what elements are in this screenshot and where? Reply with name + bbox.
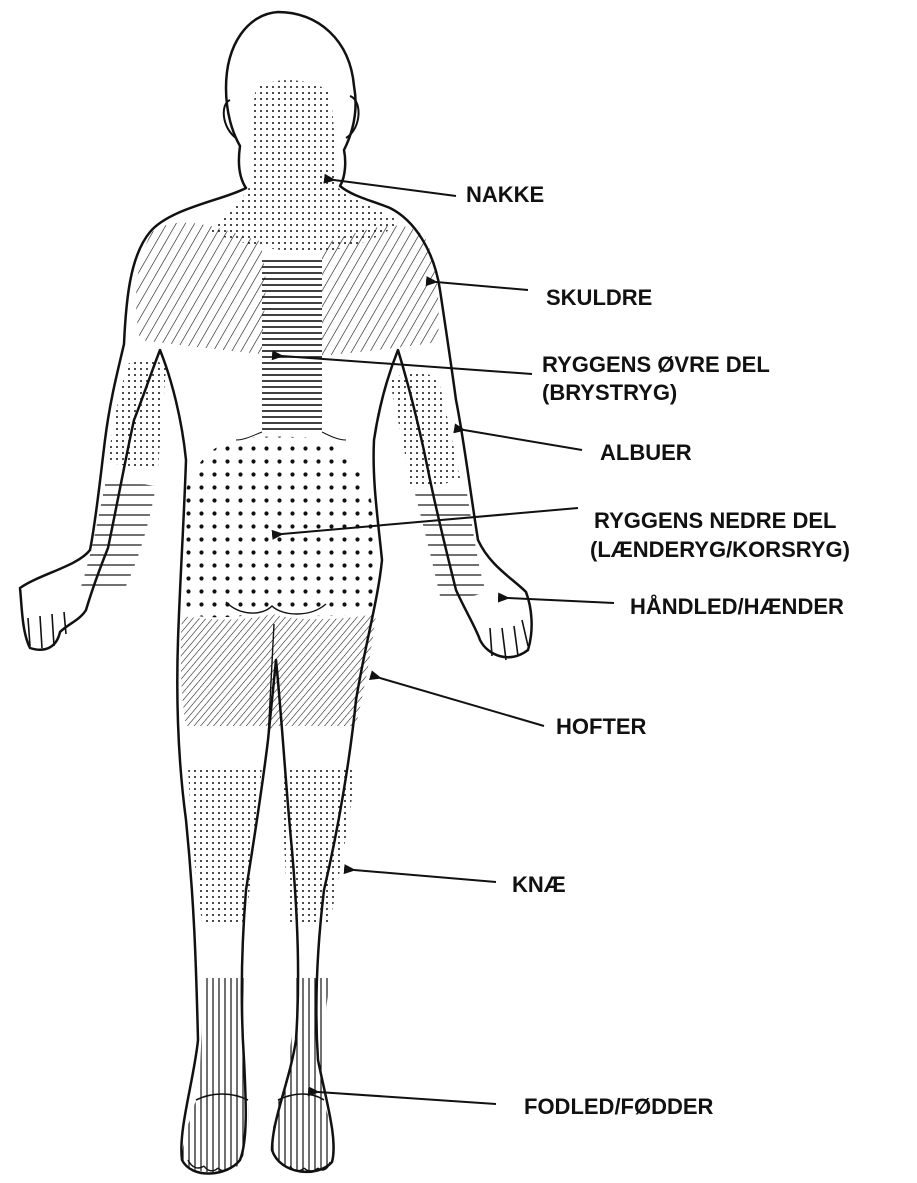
- arrow-ankles-feet: [318, 1092, 496, 1104]
- label-upper-back: RYGGENS ØVRE DEL: [542, 352, 770, 378]
- shoulders-region: [136, 223, 266, 354]
- arrow-elbows: [464, 430, 582, 450]
- label-hips: HOFTER: [556, 714, 646, 740]
- label-lower-back: RYGGENS NEDRE DEL: [594, 508, 836, 534]
- label-wrists-hands: HÅNDLED/HÆNDER: [630, 594, 844, 620]
- arrow-knees: [354, 870, 496, 882]
- label-lower-back-sub: (LÆNDERYG/KORSRYG): [590, 537, 850, 563]
- label-knees: KNÆ: [512, 872, 566, 898]
- upper-back-region: [262, 256, 322, 432]
- ankles-left-region: [200, 978, 246, 1100]
- label-upper-back-sub: (BRYSTRYG): [542, 380, 677, 406]
- label-elbows: ALBUER: [600, 440, 692, 466]
- arrow-shoulders: [436, 282, 528, 290]
- shoulders-region-right: [322, 226, 439, 356]
- foot-right-region: [272, 1100, 334, 1173]
- arrow-hips: [380, 678, 544, 726]
- knees-region-left: [188, 766, 262, 922]
- lower-back-region: [179, 437, 376, 618]
- knees-region-right: [280, 766, 356, 922]
- label-neck: NAKKE: [466, 182, 544, 208]
- hips-region: [181, 614, 376, 740]
- ankles-right-region: [282, 978, 330, 1100]
- label-ankles-feet: FODLED/FØDDER: [524, 1094, 713, 1120]
- label-shoulders: SKULDRE: [546, 285, 652, 311]
